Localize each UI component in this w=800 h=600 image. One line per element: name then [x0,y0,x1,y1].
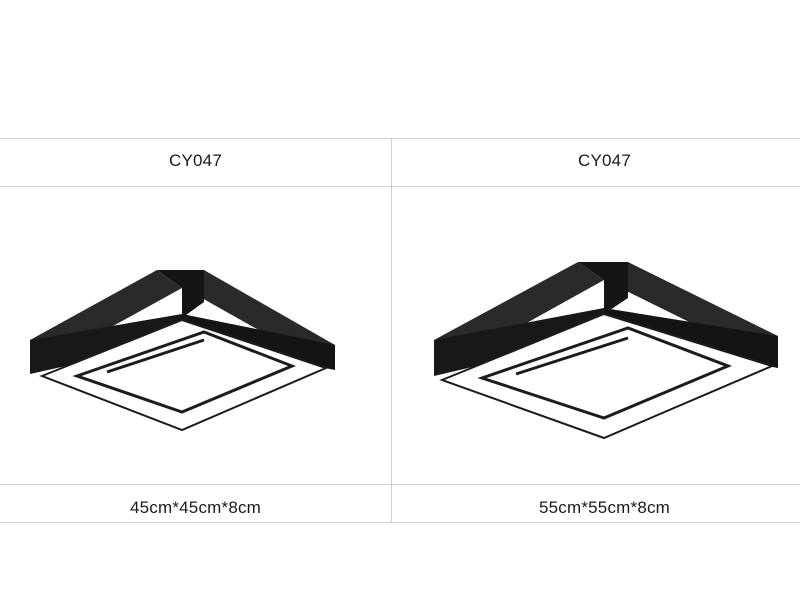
table-top-border [0,138,800,139]
table-bottom-border [0,522,800,523]
header-row-divider [0,186,800,187]
column-divider [391,138,392,522]
model-label-left: CY047 [169,151,222,170]
square-ceiling-lamp-icon [30,270,335,432]
model-label-right: CY047 [578,151,631,170]
size-label-left: 45cm*45cm*8cm [129,498,262,517]
size-label-right: 55cm*55cm*8cm [538,498,671,517]
size-row-top-border [0,484,800,485]
square-ceiling-lamp-icon [434,262,778,440]
